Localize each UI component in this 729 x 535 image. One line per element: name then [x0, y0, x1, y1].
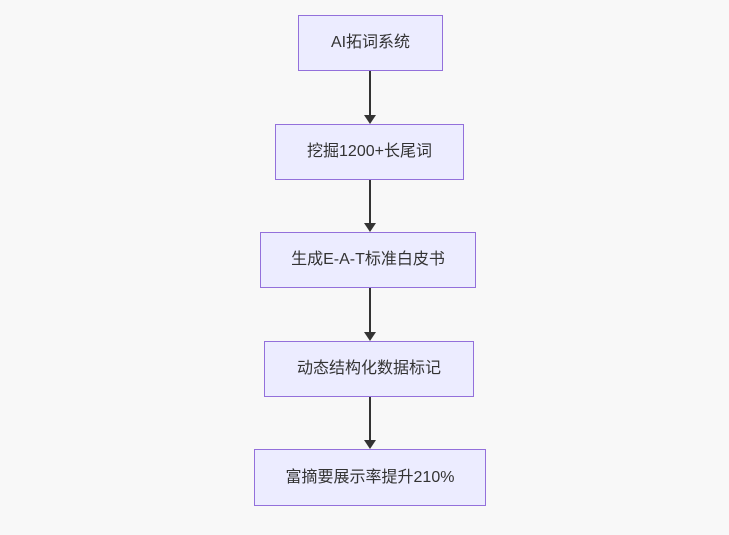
- flow-node-longtail-mining: 挖掘1200+长尾词: [275, 124, 464, 180]
- flow-node-rich-snippet-uplift: 富摘要展示率提升210%: [254, 449, 486, 506]
- arrow-line: [369, 397, 371, 442]
- flow-node-eat-whitepaper: 生成E-A-T标准白皮书: [260, 232, 476, 288]
- arrow-line: [369, 288, 371, 334]
- arrowhead-icon: [364, 440, 376, 449]
- arrowhead-icon: [364, 223, 376, 232]
- flow-arrow-4: [363, 397, 377, 449]
- arrow-line: [369, 180, 371, 225]
- flow-node-ai-word-expansion: AI拓词系统: [298, 15, 443, 71]
- arrowhead-icon: [364, 115, 376, 124]
- arrow-line: [369, 71, 371, 117]
- arrowhead-icon: [364, 332, 376, 341]
- flow-arrow-3: [363, 288, 377, 341]
- flow-node-structured-data-markup: 动态结构化数据标记: [264, 341, 474, 397]
- flow-arrow-2: [363, 180, 377, 232]
- flow-arrow-1: [363, 71, 377, 124]
